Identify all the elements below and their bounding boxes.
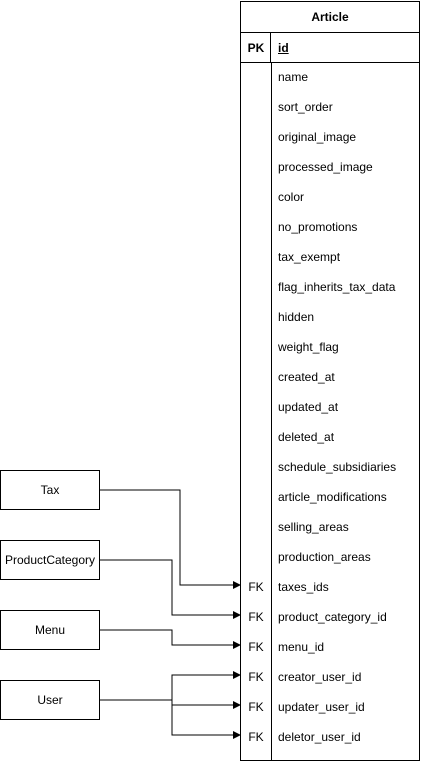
fk-label: FK xyxy=(248,640,264,654)
entity-title: Article xyxy=(241,2,419,33)
field-name: name xyxy=(278,70,309,84)
field-processed-image: processed_image xyxy=(278,160,373,174)
field-created-at: created_at xyxy=(278,370,335,384)
fk-field-updater-user-id: updater_user_id xyxy=(278,700,365,714)
fk-label: FK xyxy=(248,610,264,624)
fk-label: FK xyxy=(248,580,264,594)
productcategory-to-product-category-id-line xyxy=(100,559,241,619)
pk-divider xyxy=(270,33,271,62)
field-color: color xyxy=(278,190,305,204)
user-to-updater-user-id-line xyxy=(100,699,241,709)
user-entity: User xyxy=(0,680,100,720)
tax-to-taxes-ids-line xyxy=(100,489,241,589)
fk-field-product-category-id: product_category_id xyxy=(278,610,387,624)
field-no-promotions: no_promotions xyxy=(278,220,358,234)
field-updated-at: updated_at xyxy=(278,400,339,414)
fk-field-taxes-ids: taxes_ids xyxy=(278,580,329,594)
field-schedule-subsidiaries: schedule_subsidiaries xyxy=(278,460,397,474)
article-entity: Article PK id name sort_order original_ima… xyxy=(240,1,420,761)
pk-field: id xyxy=(278,41,289,55)
fk-field-deletor-user-id: deletor_user_id xyxy=(278,730,361,744)
pk-label: PK xyxy=(247,41,265,55)
menu-to-menu-id-line xyxy=(100,629,241,649)
fk-label: FK xyxy=(248,730,264,744)
field-sort-order: sort_order xyxy=(278,100,333,114)
primary-key-row: PK id xyxy=(241,33,419,63)
user-to-deletor-user-id-line xyxy=(100,699,241,739)
fk-label: FK xyxy=(248,700,264,714)
fk-field-creator-user-id: creator_user_id xyxy=(278,670,362,684)
tax-entity: Tax xyxy=(0,470,100,510)
field-deleted-at: deleted_at xyxy=(278,430,335,444)
fk-field-menu-id: menu_id xyxy=(278,640,325,654)
field-selling-areas: selling_areas xyxy=(278,520,349,534)
field-hidden: hidden xyxy=(278,310,315,324)
field-flag-inherits-tax-data: flag_inherits_tax_data xyxy=(278,280,396,294)
field-tax-exempt: tax_exempt xyxy=(278,250,341,264)
product-category-entity: ProductCategory xyxy=(0,540,100,580)
field-production-areas: production_areas xyxy=(278,550,371,564)
key-column xyxy=(241,62,272,760)
menu-entity: Menu xyxy=(0,610,100,650)
field-original-image: original_image xyxy=(278,130,357,144)
user-to-creator-user-id-line xyxy=(100,671,241,701)
field-weight-flag: weight_flag xyxy=(278,340,339,354)
fk-label: FK xyxy=(248,670,264,684)
field-article-modifications: article_modifications xyxy=(278,490,387,504)
